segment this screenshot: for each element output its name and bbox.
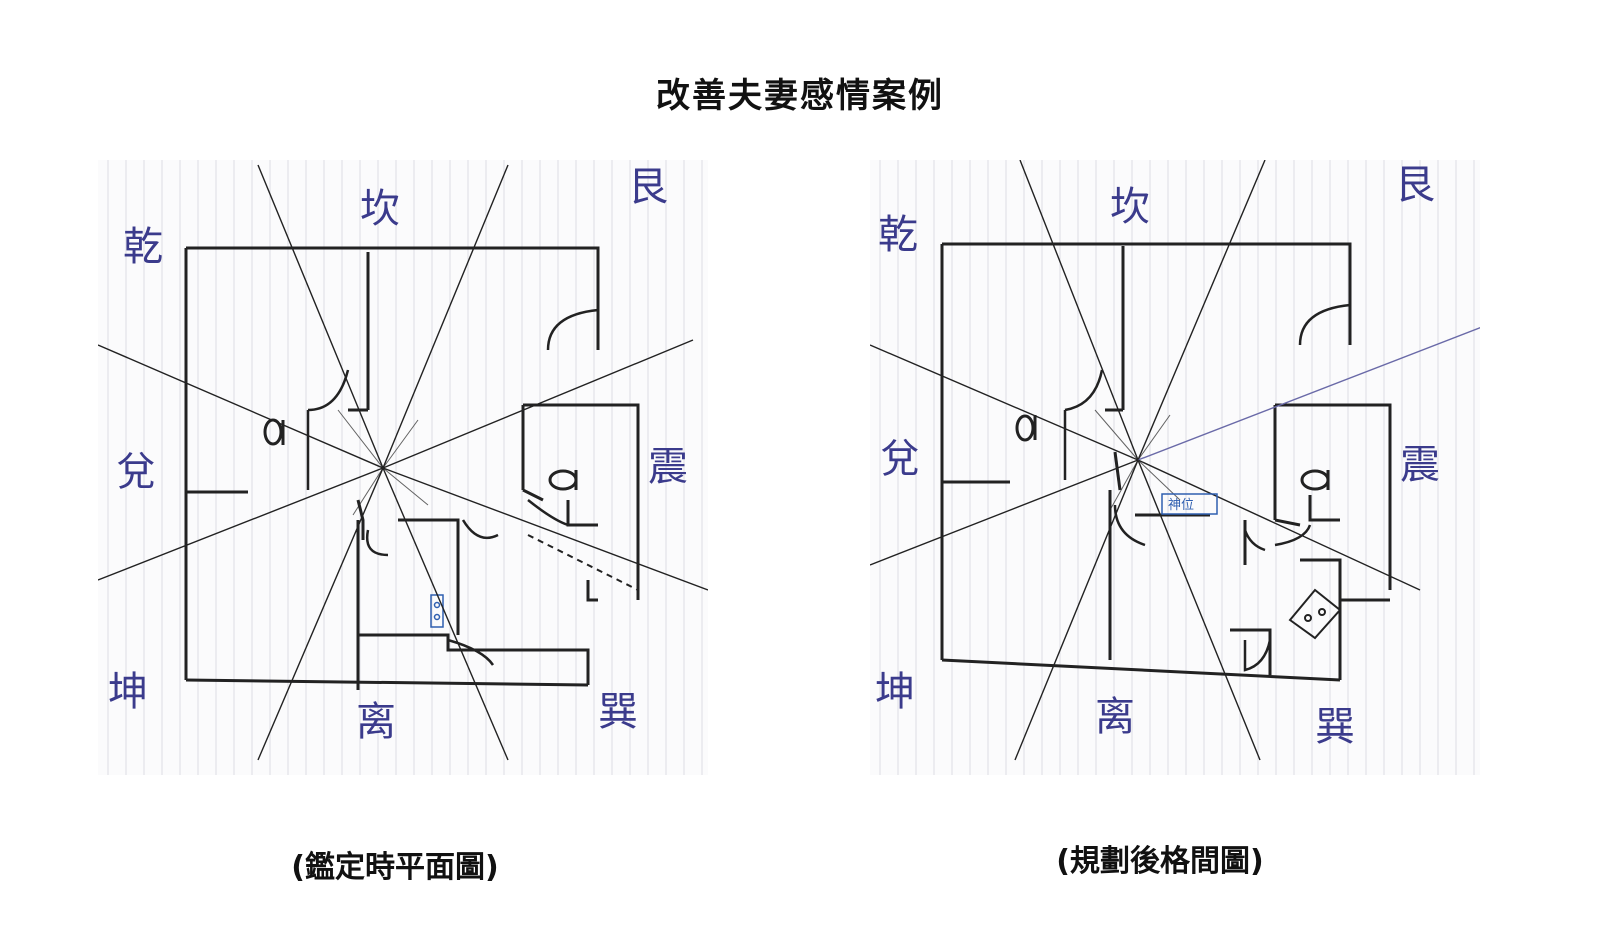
label-northeast: 艮 <box>628 164 668 210</box>
bagua-radial-lines <box>98 164 708 761</box>
label-northwest: 乾 <box>878 212 918 258</box>
altar-label: 神位 <box>1168 498 1194 513</box>
label-northeast: 艮 <box>1395 162 1435 208</box>
label-east: 震 <box>648 444 688 490</box>
label-south: 离 <box>356 699 396 745</box>
label-east: 震 <box>1400 442 1440 488</box>
label-northwest: 乾 <box>123 224 163 270</box>
plan-after: 神位 乾 坎 艮 兌 震 坤 离 巽 <box>870 160 1480 775</box>
label-south: 离 <box>1095 694 1135 740</box>
label-west: 兌 <box>116 449 156 495</box>
caption-after: (規劃後格間圖) <box>1056 844 1264 879</box>
label-southeast: 巽 <box>1315 704 1355 750</box>
label-southwest: 坤 <box>875 669 915 715</box>
label-west: 兌 <box>880 436 920 482</box>
altar-marker: 神位 <box>1161 493 1218 515</box>
floor-plan-after-drawing: 神位 乾 坎 艮 兌 震 坤 离 巽 <box>870 160 1480 775</box>
label-southwest: 坤 <box>108 669 148 715</box>
floor-plan-before-drawing: 乾 坎 艮 兌 震 坤 离 巽 <box>98 160 708 775</box>
walls <box>184 246 640 690</box>
label-southeast: 巽 <box>598 689 638 735</box>
page-title: 改善夫妻感情案例 <box>656 76 944 116</box>
label-north: 坎 <box>1110 184 1150 230</box>
plan-before: 乾 坎 艮 兌 震 坤 离 巽 <box>98 160 708 775</box>
caption-before: (鑑定時平面圖) <box>291 850 499 885</box>
label-north: 坎 <box>360 186 400 232</box>
